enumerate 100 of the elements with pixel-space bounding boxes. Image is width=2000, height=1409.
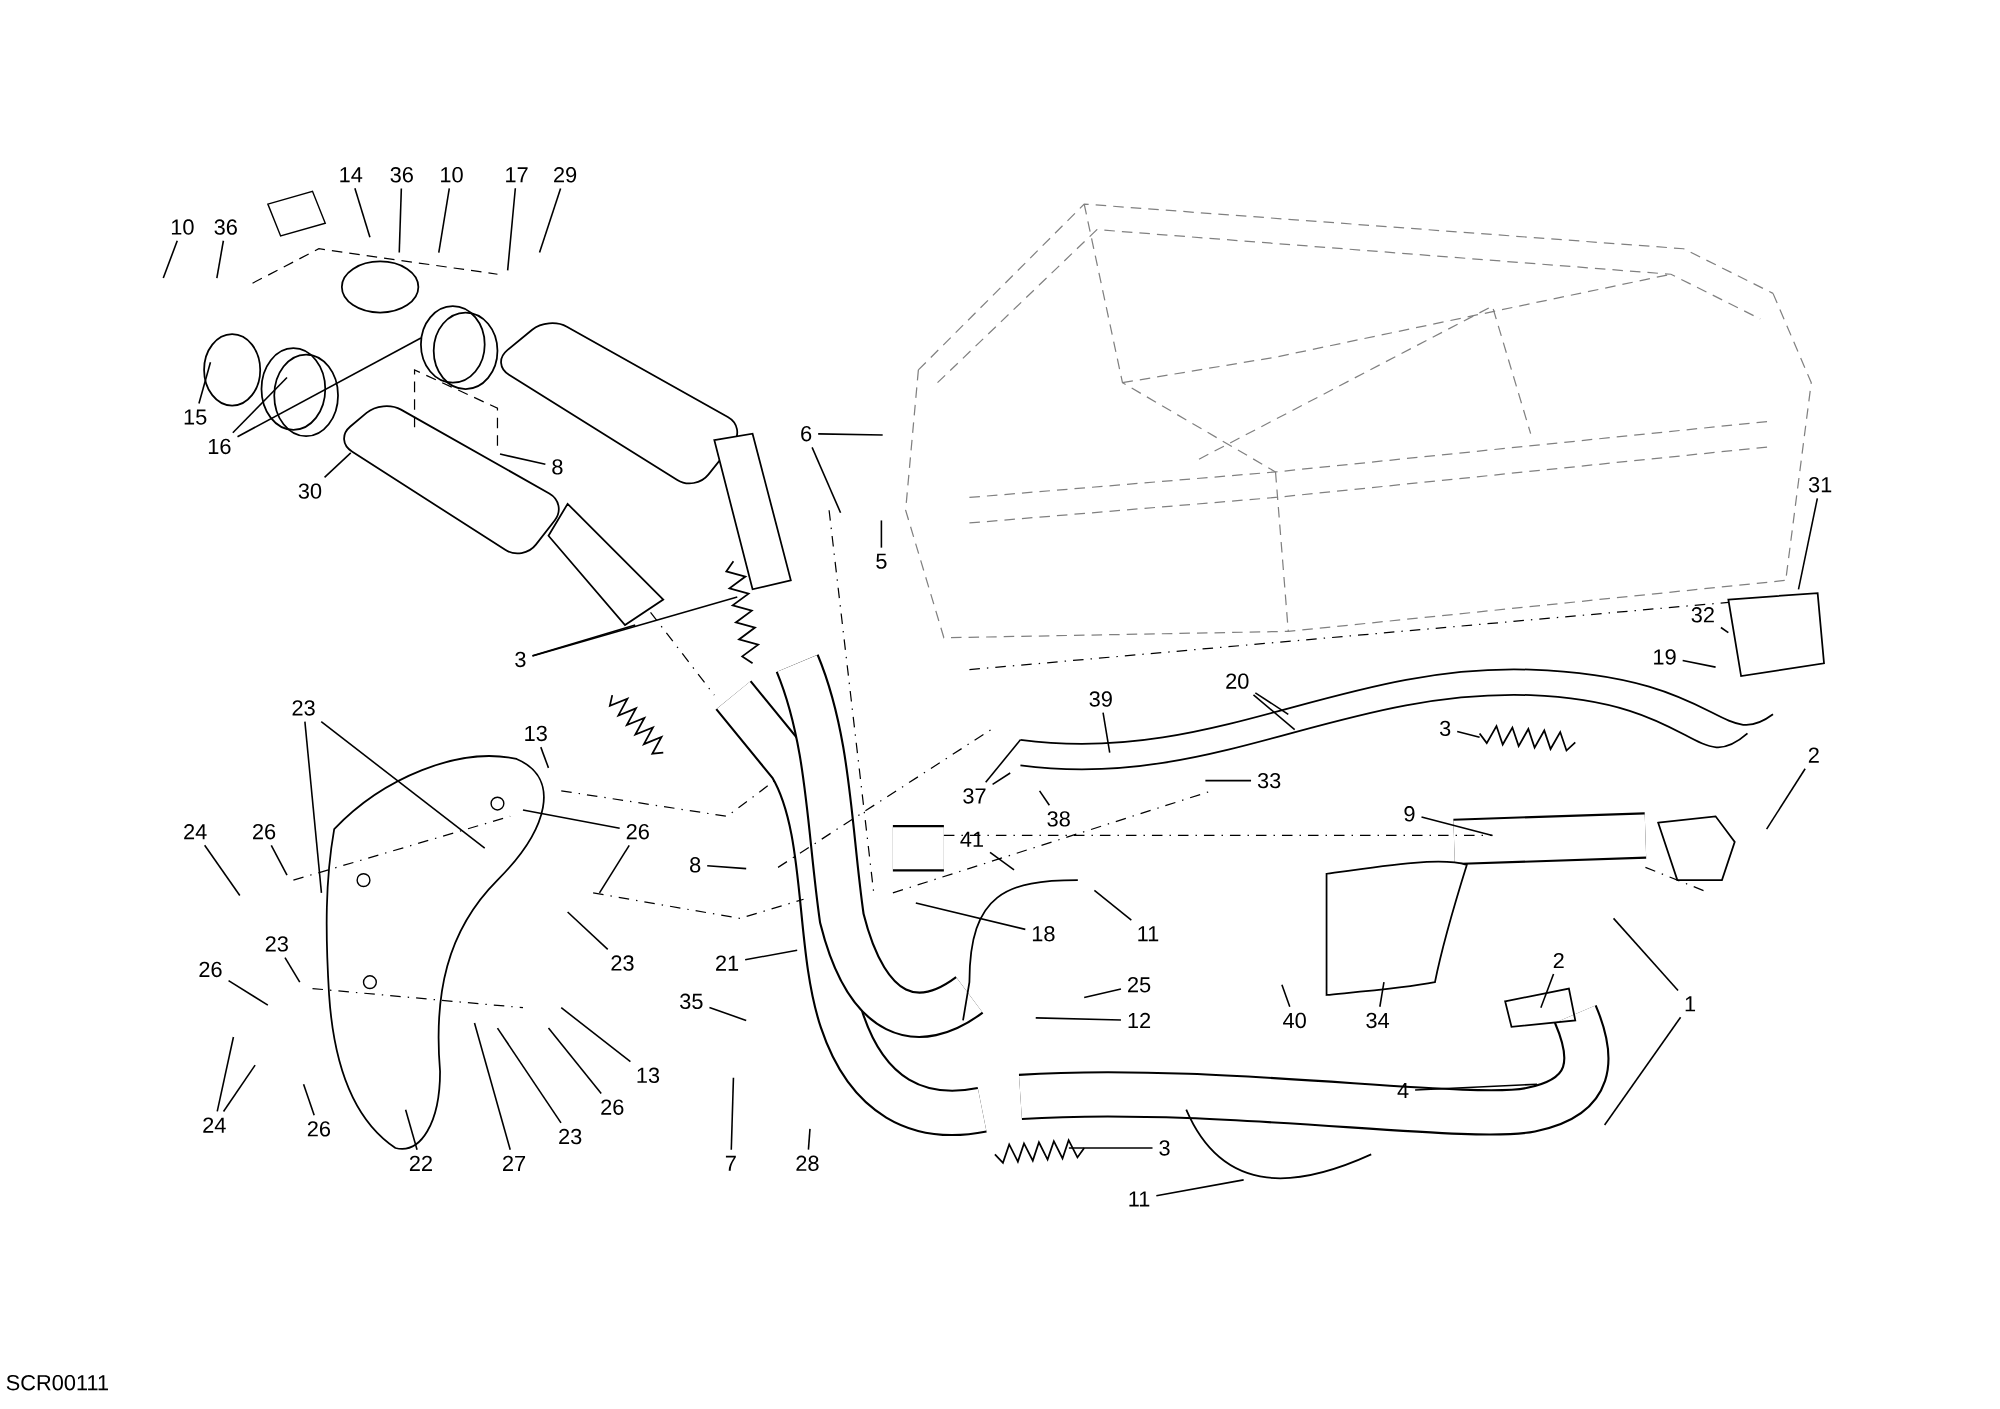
callout-number: 9 — [1404, 805, 1415, 822]
callout-number: 30 — [298, 483, 322, 499]
leader-line — [522, 808, 621, 829]
callout-number: 26 — [626, 823, 649, 840]
callout-number: 6 — [801, 425, 812, 442]
callout-number: 24 — [184, 823, 207, 840]
leader-line — [302, 1083, 315, 1116]
callout-number: 23 — [559, 1128, 582, 1144]
callout-number: 22 — [409, 1155, 432, 1171]
leader-line — [1252, 693, 1296, 731]
leader-line — [222, 1064, 256, 1112]
callout-number: 26 — [307, 1120, 330, 1137]
leader-line — [323, 451, 352, 478]
leader-line — [304, 720, 323, 894]
callout-number: 8 — [690, 856, 701, 873]
leader-line — [1456, 730, 1481, 738]
callout-number: 20 — [1226, 673, 1249, 689]
callout-number: 29 — [554, 166, 577, 183]
leader-line — [730, 1076, 735, 1151]
callout-number: 26 — [253, 823, 276, 840]
callout-number: 36 — [214, 219, 237, 235]
leader-line — [991, 771, 1011, 785]
callout-number: 13 — [637, 1067, 660, 1083]
callout-number: 36 — [390, 166, 413, 183]
leader-line — [989, 851, 1015, 871]
callout-number: 13 — [525, 725, 547, 741]
leader-line — [1068, 1147, 1154, 1149]
callout-number: 19 — [1654, 649, 1676, 665]
leader-line — [216, 1036, 235, 1112]
callout-number: 41 — [960, 831, 983, 847]
leader-line — [984, 738, 1022, 783]
leader-line — [232, 376, 288, 434]
leader-line — [540, 746, 550, 769]
callout-number: 3 — [515, 651, 526, 667]
leader-line — [1281, 983, 1291, 1008]
leader-line — [1254, 691, 1290, 715]
callout-number: 34 — [1366, 1012, 1390, 1028]
leader-line — [817, 432, 884, 436]
leader-line — [162, 239, 179, 279]
callout-number: 24 — [203, 1117, 226, 1133]
leader-line — [1093, 889, 1133, 921]
callout-number: 17 — [506, 167, 528, 183]
leader-line — [216, 239, 225, 279]
leader-line — [566, 911, 609, 950]
leader-line — [807, 1127, 811, 1151]
leader-line — [236, 337, 422, 438]
callout-number: 23 — [292, 700, 315, 716]
callout-number: 8 — [552, 458, 563, 475]
callout-number: 2 — [1808, 747, 1819, 763]
callout-number: 7 — [725, 1155, 736, 1171]
callout-number: 18 — [1032, 925, 1055, 942]
leader-line — [354, 187, 371, 238]
leader-line — [531, 595, 739, 657]
leader-line — [270, 844, 288, 876]
callout-number: 32 — [1691, 606, 1714, 623]
callout-number: 26 — [601, 1099, 624, 1115]
leader-line — [1681, 659, 1717, 668]
leader-line — [496, 1027, 562, 1124]
leader-line — [1102, 711, 1111, 754]
leader-line — [404, 1108, 418, 1151]
callout-number: 3 — [1439, 720, 1451, 736]
callout-number: 37 — [963, 788, 986, 804]
leader-line — [473, 1021, 511, 1151]
leader-line — [598, 844, 630, 894]
callout-number: 31 — [1808, 476, 1832, 493]
callout-number: 1 — [1685, 996, 1696, 1012]
leader-line — [744, 949, 798, 961]
callout-number: 26 — [199, 961, 222, 977]
callout-number: 10 — [171, 219, 194, 235]
callout-number: 23 — [611, 955, 634, 971]
leader-line — [499, 453, 547, 465]
callout-number: 3 — [1159, 1140, 1170, 1156]
leader-line — [708, 1006, 747, 1021]
callout-number: 5 — [876, 553, 887, 569]
callout-number: 25 — [1128, 976, 1151, 993]
leader-line — [320, 720, 486, 849]
callout-number: 11 — [1138, 926, 1159, 941]
leader-line — [284, 956, 301, 983]
callout-number: 16 — [208, 438, 231, 454]
leader-line — [1797, 497, 1819, 590]
leader-line — [538, 187, 562, 254]
leader-line — [438, 187, 451, 254]
leader-line — [203, 844, 241, 896]
callout-number: 33 — [1257, 772, 1281, 789]
leader-line — [531, 624, 636, 657]
callout-number: 40 — [1283, 1012, 1306, 1028]
leader-line — [1414, 1083, 1538, 1091]
leader-line — [1612, 917, 1679, 991]
leader-line — [1420, 815, 1494, 837]
leader-line — [880, 519, 883, 549]
callout-number: 14 — [340, 167, 363, 183]
leader-line — [1204, 779, 1252, 782]
callout-number: 39 — [1089, 691, 1112, 707]
callout-number: 27 — [503, 1155, 526, 1171]
callout-number: 10 — [441, 166, 463, 183]
callout-number: 21 — [716, 955, 739, 971]
leader-line — [1083, 987, 1122, 999]
leader-line — [198, 361, 212, 405]
leader-line — [560, 1006, 632, 1063]
leader-line — [1034, 1016, 1122, 1021]
